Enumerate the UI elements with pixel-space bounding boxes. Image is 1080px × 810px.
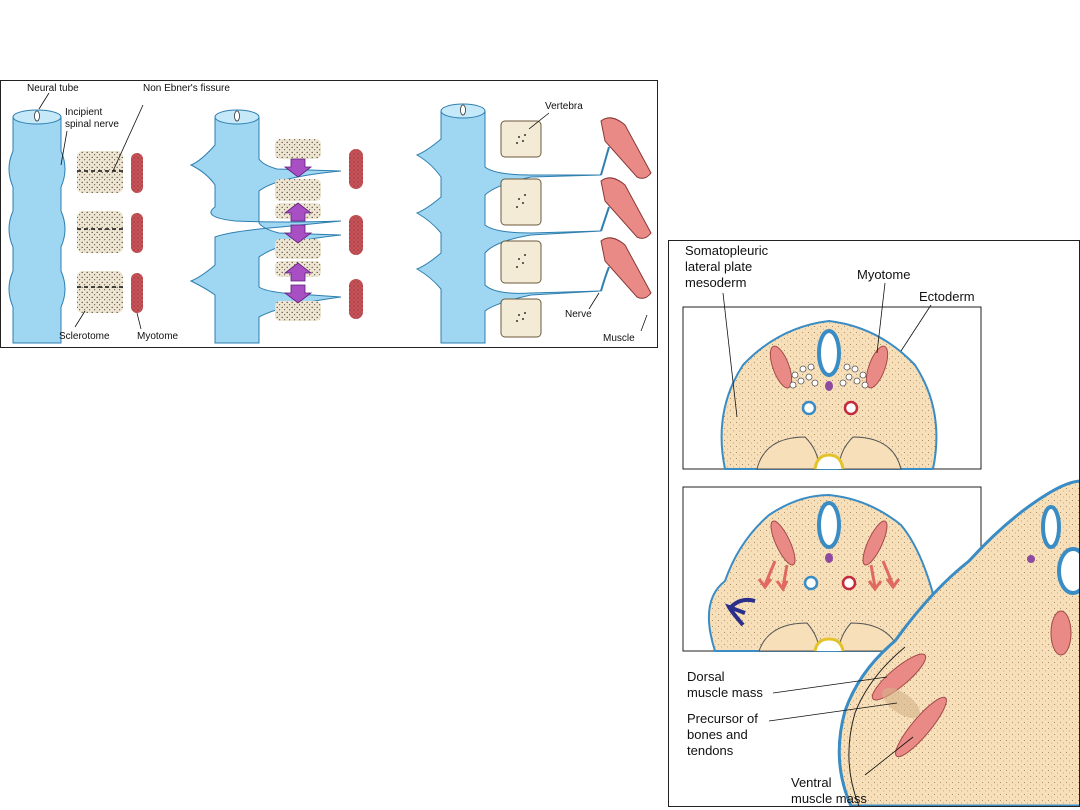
sclerotome-block xyxy=(77,211,123,253)
label-sclerotome: Sclerotome xyxy=(59,331,110,342)
label-spinal-nerve: spinal nerve xyxy=(65,119,119,130)
limb-bud-section xyxy=(837,479,1079,806)
myotome-block xyxy=(131,153,143,193)
label-mesoderm: mesoderm xyxy=(685,275,746,290)
neural-tube-3 xyxy=(415,110,602,344)
myotome-block xyxy=(131,213,143,253)
vertebra-blocks xyxy=(500,120,542,338)
label-precursor: Precursor of xyxy=(687,711,758,726)
curved-arrow xyxy=(724,597,756,627)
ventral-muscle-mass xyxy=(895,696,947,758)
label-somatopleuric: Somatopleuric xyxy=(685,243,769,258)
neural-tube-1 xyxy=(8,116,66,344)
label-vertebra: Vertebra xyxy=(545,101,583,112)
label-tendons: tendons xyxy=(687,743,734,758)
label-von-ebner-fissure: Non Ebner's fissure xyxy=(143,83,230,94)
somite-segmentation-diagram: Neural tube Non Ebner's fissure Incipien… xyxy=(8,83,652,344)
notochord xyxy=(825,381,833,391)
label-incipient: Incipient xyxy=(65,107,102,118)
sclerotome-cells xyxy=(789,363,869,389)
label-ventral: Ventral xyxy=(791,775,832,790)
myotome-left xyxy=(769,345,793,389)
sclerotome-block xyxy=(77,271,123,313)
myotome-block xyxy=(131,273,143,313)
label-bones-and: bones and xyxy=(687,727,748,742)
label-myotome: Myotome xyxy=(137,331,179,342)
label-dorsal-muscle-mass: muscle mass xyxy=(687,685,763,700)
label-myotome-b: Myotome xyxy=(857,267,910,282)
migration-arrows-lower xyxy=(757,560,901,592)
neural-tube-2 xyxy=(189,116,342,344)
label-dorsal: Dorsal xyxy=(687,669,725,684)
embryo-cross-section-diagram: Somatopleuric lateral plate mesoderm Myo… xyxy=(682,243,1079,806)
migration-arrows xyxy=(283,158,313,304)
label-nerve: Nerve xyxy=(565,309,592,320)
label-neural-tube: Neural tube xyxy=(27,83,79,94)
myotome-right xyxy=(865,345,889,389)
label-muscle: Muscle xyxy=(603,333,635,344)
label-ventral-muscle-mass: muscle mass xyxy=(791,791,867,806)
somite-segmentation-figure: Neural tube Non Ebner's fissure Incipien… xyxy=(0,80,658,348)
label-ectoderm: Ectoderm xyxy=(919,289,975,304)
sclerotome-block xyxy=(77,151,123,193)
limb-muscle-migration-figure: Somatopleuric lateral plate mesoderm Myo… xyxy=(668,240,1080,807)
muscle-bundles xyxy=(600,117,652,299)
label-lateral-plate: lateral plate xyxy=(685,259,752,274)
neural-tube-section xyxy=(817,329,841,377)
